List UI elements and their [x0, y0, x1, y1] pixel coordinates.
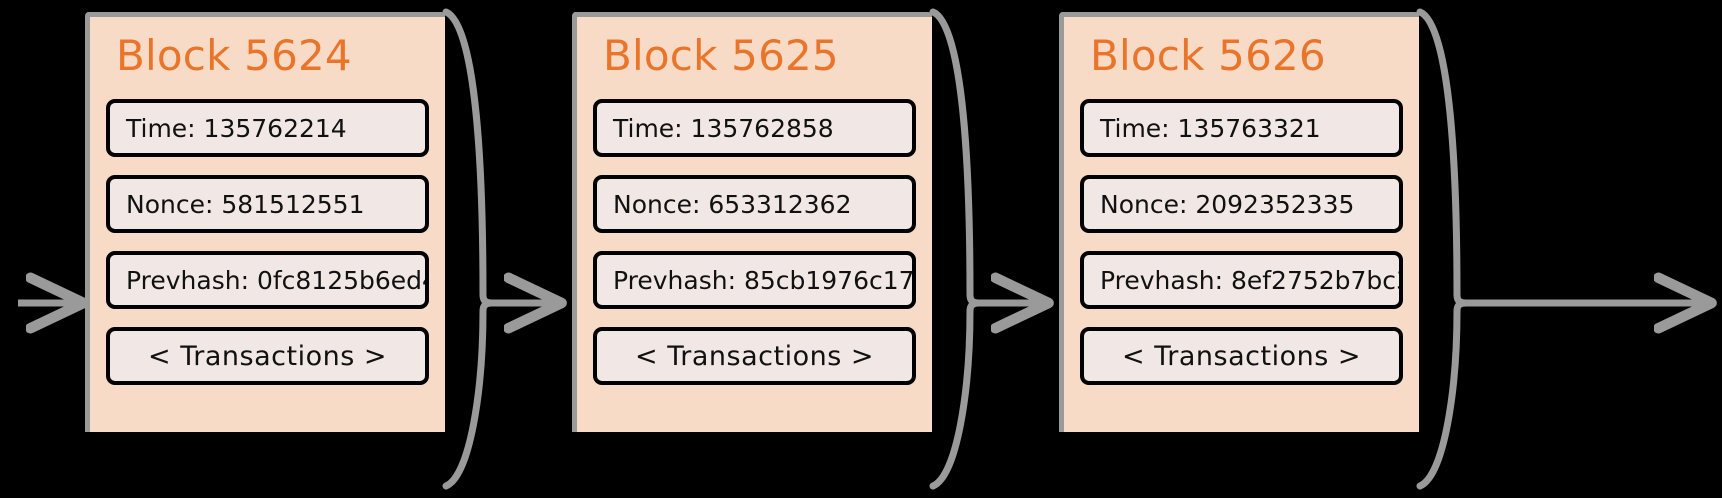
block-time-field: Time: 135762214	[106, 99, 429, 157]
block-transactions-field[interactable]: < Transactions >	[1080, 327, 1403, 385]
arrow-block-5625-to-5626	[929, 8, 1043, 490]
block-transactions-field[interactable]: < Transactions >	[593, 327, 916, 385]
block-title: Block 5626	[1090, 31, 1326, 80]
block-time-field: Time: 135762858	[593, 99, 916, 157]
block-prevhash-field: Prevhash: 0fc8125b6ed4	[106, 251, 429, 309]
block-transactions-field[interactable]: < Transactions >	[106, 327, 429, 385]
block-time-field: Time: 135763321	[1080, 99, 1403, 157]
arrow-out-of-block-5626	[1416, 8, 1706, 490]
block-card[interactable]: Block 5626 Time: 135763321 Nonce: 209235…	[1059, 12, 1419, 432]
arrow-block-5624-to-5625	[442, 8, 556, 490]
block-card[interactable]: Block 5624 Time: 135762214 Nonce: 581512…	[85, 12, 445, 432]
block-prevhash-field: Prevhash: 85cb1976c171	[593, 251, 916, 309]
block-title: Block 5624	[116, 31, 352, 80]
block-title: Block 5625	[603, 31, 839, 80]
block-prevhash-field: Prevhash: 8ef2752b7bc3	[1080, 251, 1403, 309]
block-nonce-field: Nonce: 2092352335	[1080, 175, 1403, 233]
block-card[interactable]: Block 5625 Time: 135762858 Nonce: 653312…	[572, 12, 932, 432]
block-nonce-field: Nonce: 653312362	[593, 175, 916, 233]
block-nonce-field: Nonce: 581512551	[106, 175, 429, 233]
